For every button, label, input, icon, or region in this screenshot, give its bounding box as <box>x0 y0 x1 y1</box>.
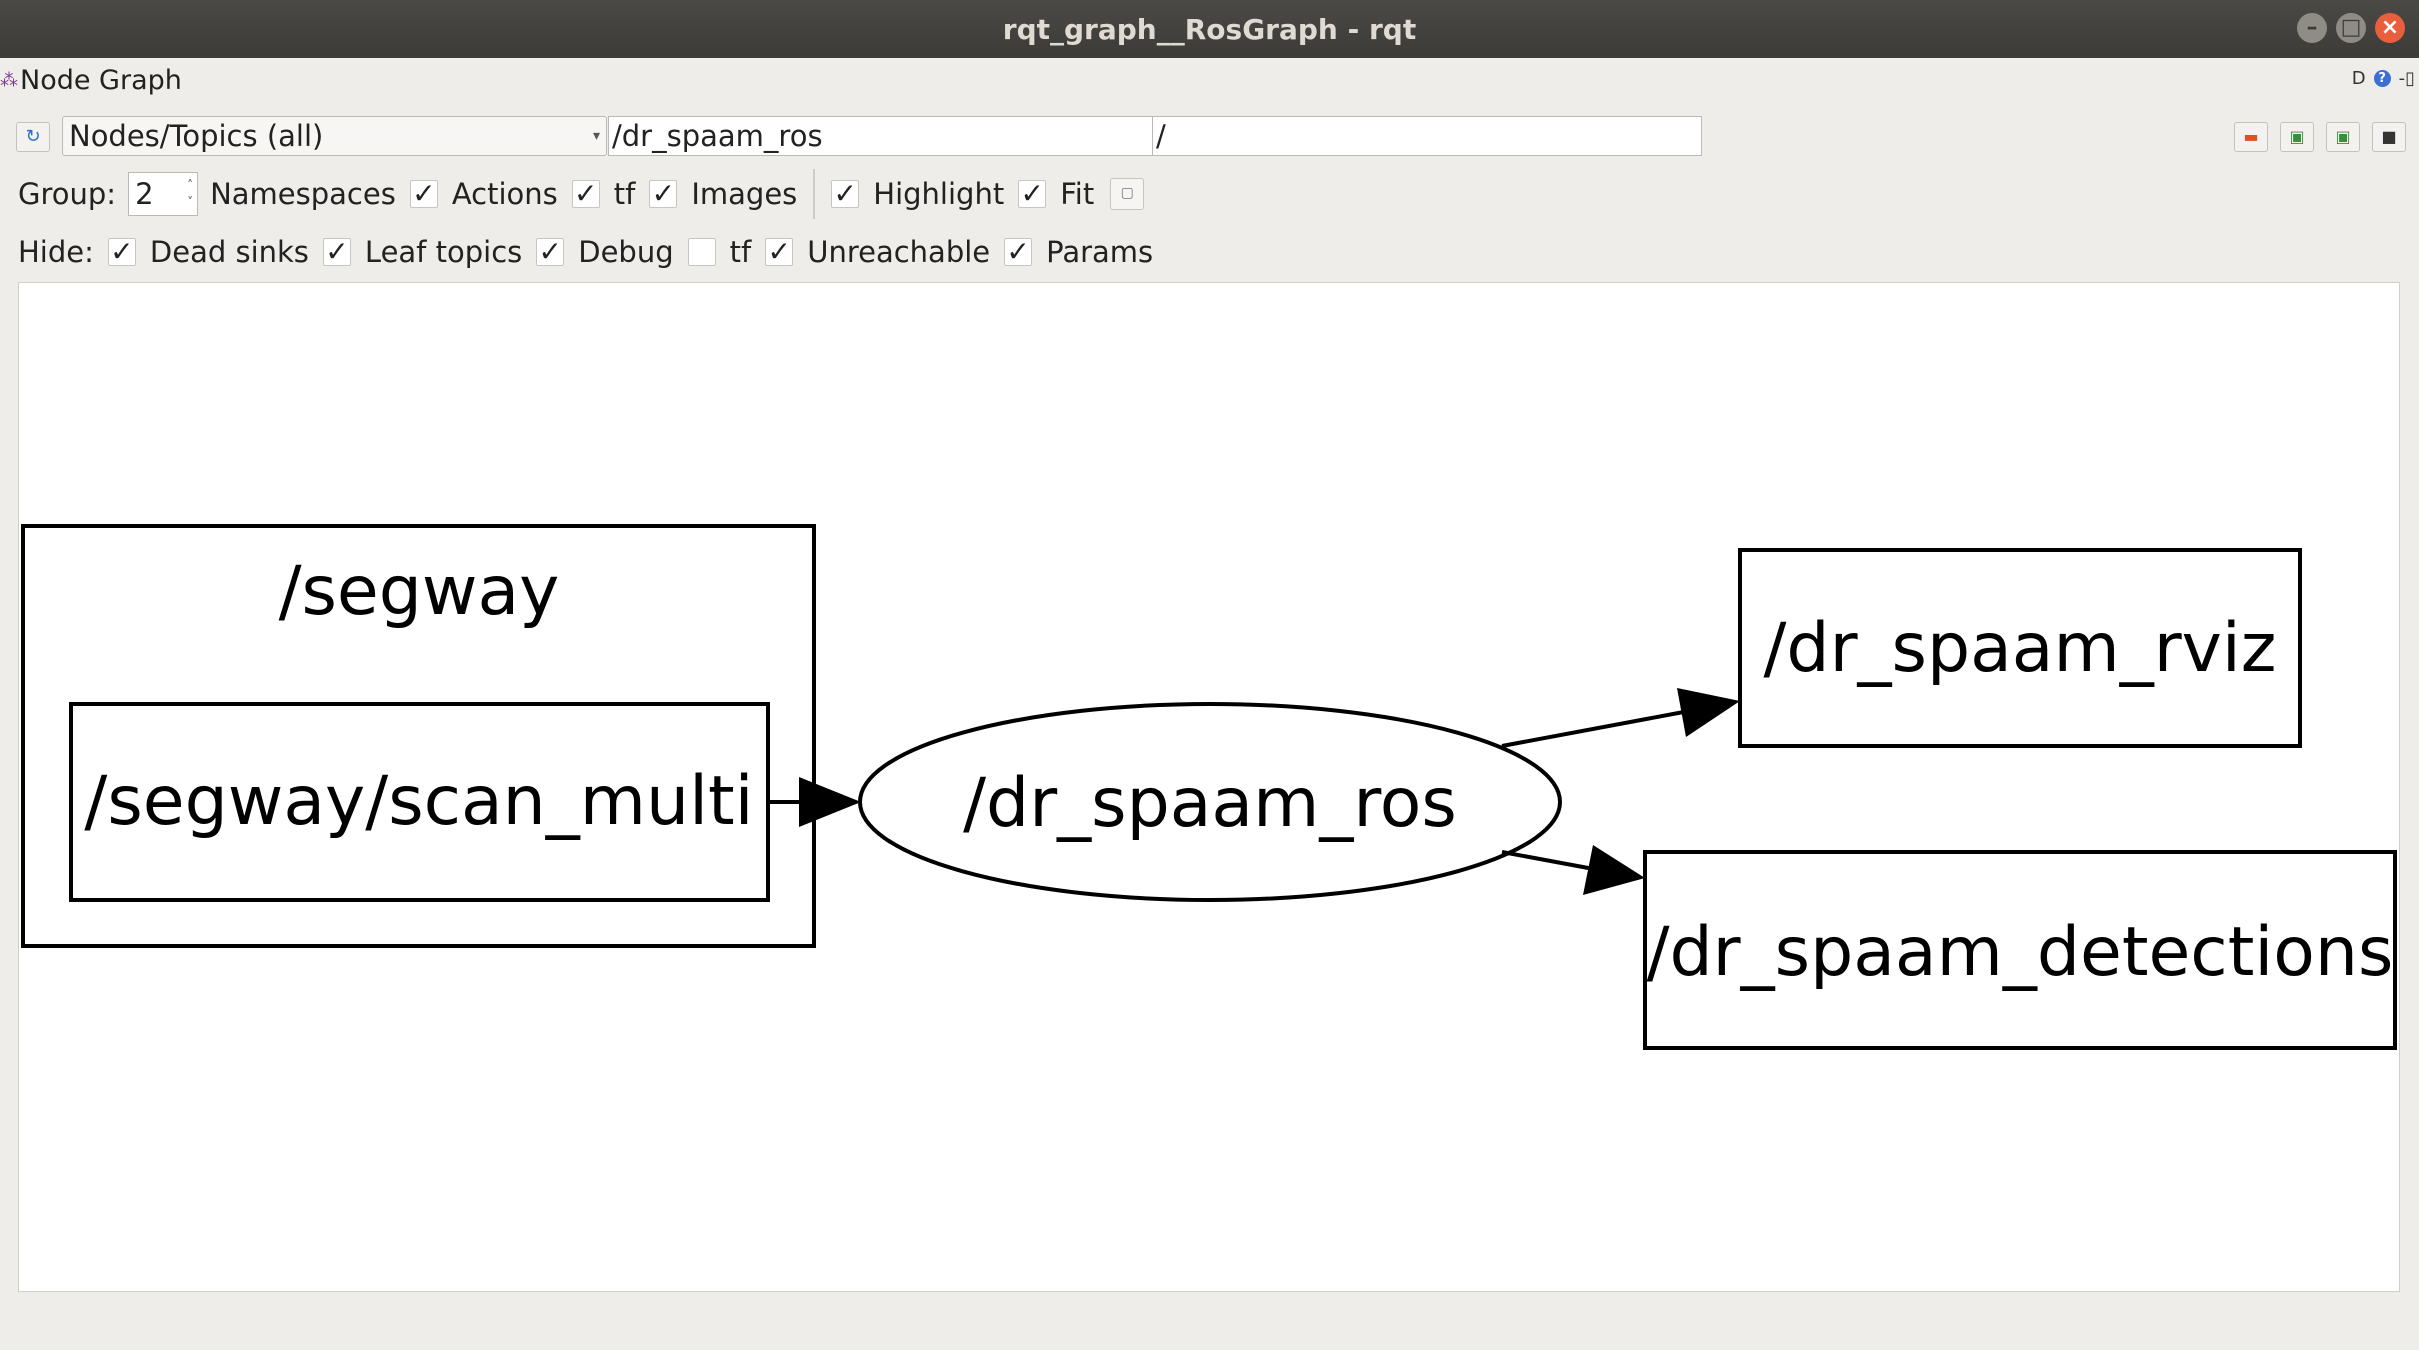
topic-node-scan-multi[interactable]: /segway/scan_multi <box>69 702 770 902</box>
minimize-icon[interactable]: – <box>2297 13 2327 43</box>
highlight-checkbox[interactable]: ✓ <box>831 180 860 208</box>
folder-icon: ▬ <box>2243 127 2259 146</box>
ros-graph: /segway /segway/scan_multi /dr_spaam_ros… <box>21 524 2397 1050</box>
edge-node-to-detections <box>1501 845 1645 895</box>
topic-rviz-label: /dr_spaam_rviz <box>1764 609 2277 688</box>
dead-sinks-checkbox[interactable]: ✓ <box>107 238 136 266</box>
actions-checkbox[interactable]: ✓ <box>571 180 600 208</box>
group-options-row: Group: 2 ˄˅ Namespaces ✓ Actions ✓ tf ✓ … <box>18 169 1145 219</box>
refresh-graph-button[interactable]: ↻ <box>16 122 50 152</box>
plugin-close-button[interactable]: -▯ <box>2398 68 2415 89</box>
node-main-label: /dr_spaam_ros <box>963 764 1457 843</box>
namespace-cluster-segway[interactable]: /segway <box>21 524 816 948</box>
fit-label: Fit <box>1060 177 1095 211</box>
dead-sinks-label: Dead sinks <box>149 235 309 269</box>
window-titlebar: rqt_graph__RosGraph - rqt – □ × <box>0 0 2419 58</box>
graph-mode-select[interactable]: Nodes/Topics (all) ▾ <box>62 116 607 156</box>
close-icon[interactable]: × <box>2375 13 2405 43</box>
save-svg-button[interactable]: ▣ <box>2326 122 2360 152</box>
plugin-controls: D ? -▯ <box>2352 68 2415 89</box>
node-dr-spaam-ros[interactable]: /dr_spaam_ros <box>858 702 1562 902</box>
images-label: Images <box>691 177 798 211</box>
graph-mode-value: Nodes/Topics (all) <box>69 119 324 153</box>
topic-filter-input[interactable] <box>1152 116 1702 156</box>
namespaces-label: Namespaces <box>210 177 396 211</box>
graph-canvas[interactable]: /segway /segway/scan_multi /dr_spaam_ros… <box>18 282 2400 1292</box>
maximize-icon[interactable]: □ <box>2336 13 2366 43</box>
params-checkbox[interactable]: ✓ <box>1004 238 1033 266</box>
tf-hide-checkbox[interactable] <box>687 238 716 266</box>
plugin-dock-button[interactable]: D <box>2351 68 2366 89</box>
group-value: 2 <box>135 177 154 211</box>
plugin-grip-icon[interactable]: ⁂ <box>0 69 18 91</box>
topic-scan-label: /segway/scan_multi <box>84 762 753 841</box>
unreachable-label: Unreachable <box>807 235 991 269</box>
group-spinbox[interactable]: 2 ˄˅ <box>128 172 199 216</box>
topic-node-detections[interactable]: /dr_spaam_detections <box>1643 850 2397 1050</box>
edge-node-to-rviz <box>1501 688 1740 748</box>
fit-view-icon: ▢ <box>1120 185 1134 201</box>
save-dot-button[interactable]: ▣ <box>2280 122 2314 152</box>
plugin-title-bar: ⁂ Node Graph <box>0 62 182 98</box>
unreachable-checkbox[interactable]: ✓ <box>765 238 794 266</box>
hide-options-row: Hide: ✓ Dead sinks ✓ Leaf topics ✓ Debug… <box>18 230 1153 274</box>
tf-hide-label: tf <box>729 235 752 269</box>
load-dot-button[interactable]: ▬ <box>2234 122 2268 152</box>
save-svg-icon: ▣ <box>2335 127 2351 146</box>
highlight-label: Highlight <box>873 177 1005 211</box>
topic-node-rviz[interactable]: /dr_spaam_rviz <box>1738 548 2302 748</box>
edge-scan-to-node <box>768 777 861 827</box>
tf-group-label: tf <box>613 177 636 211</box>
node-filter-input[interactable] <box>608 116 1156 156</box>
hide-label: Hide: <box>18 235 94 269</box>
window-title: rqt_graph__RosGraph - rqt <box>1002 12 1417 46</box>
window-controls: – □ × <box>2297 13 2405 43</box>
topic-detections-label: /dr_spaam_detections <box>1647 913 2394 992</box>
toolbar-separator <box>813 169 816 219</box>
save-image-button[interactable]: ■ <box>2372 122 2406 152</box>
refresh-icon: ↻ <box>25 126 41 147</box>
debug-checkbox[interactable]: ✓ <box>536 238 565 266</box>
image-icon: ■ <box>2381 127 2397 146</box>
filter-toolbar: ↻ Nodes/Topics (all) ▾ ▬ ▣ ▣ ■ <box>16 114 2406 158</box>
file-tools: ▬ ▣ ▣ ■ <box>2234 122 2406 152</box>
leaf-topics-label: Leaf topics <box>364 235 523 269</box>
namespace-label: /segway <box>279 552 560 631</box>
dropdown-arrow-icon: ▾ <box>592 128 600 144</box>
fit-view-button[interactable]: ▢ <box>1110 178 1145 210</box>
save-icon: ▣ <box>2289 127 2305 146</box>
fit-checkbox[interactable]: ✓ <box>1018 180 1047 208</box>
leaf-topics-checkbox[interactable]: ✓ <box>322 238 351 266</box>
group-label: Group: <box>18 177 117 211</box>
spin-arrows-icon[interactable]: ˄˅ <box>187 178 194 209</box>
params-label: Params <box>1046 235 1154 269</box>
namespaces-checkbox[interactable]: ✓ <box>409 180 438 208</box>
debug-label: Debug <box>578 235 674 269</box>
actions-label: Actions <box>451 177 558 211</box>
help-icon[interactable]: ? <box>2373 70 2391 87</box>
plugin-title: Node Graph <box>20 64 182 96</box>
tf-group-checkbox[interactable]: ✓ <box>649 180 678 208</box>
